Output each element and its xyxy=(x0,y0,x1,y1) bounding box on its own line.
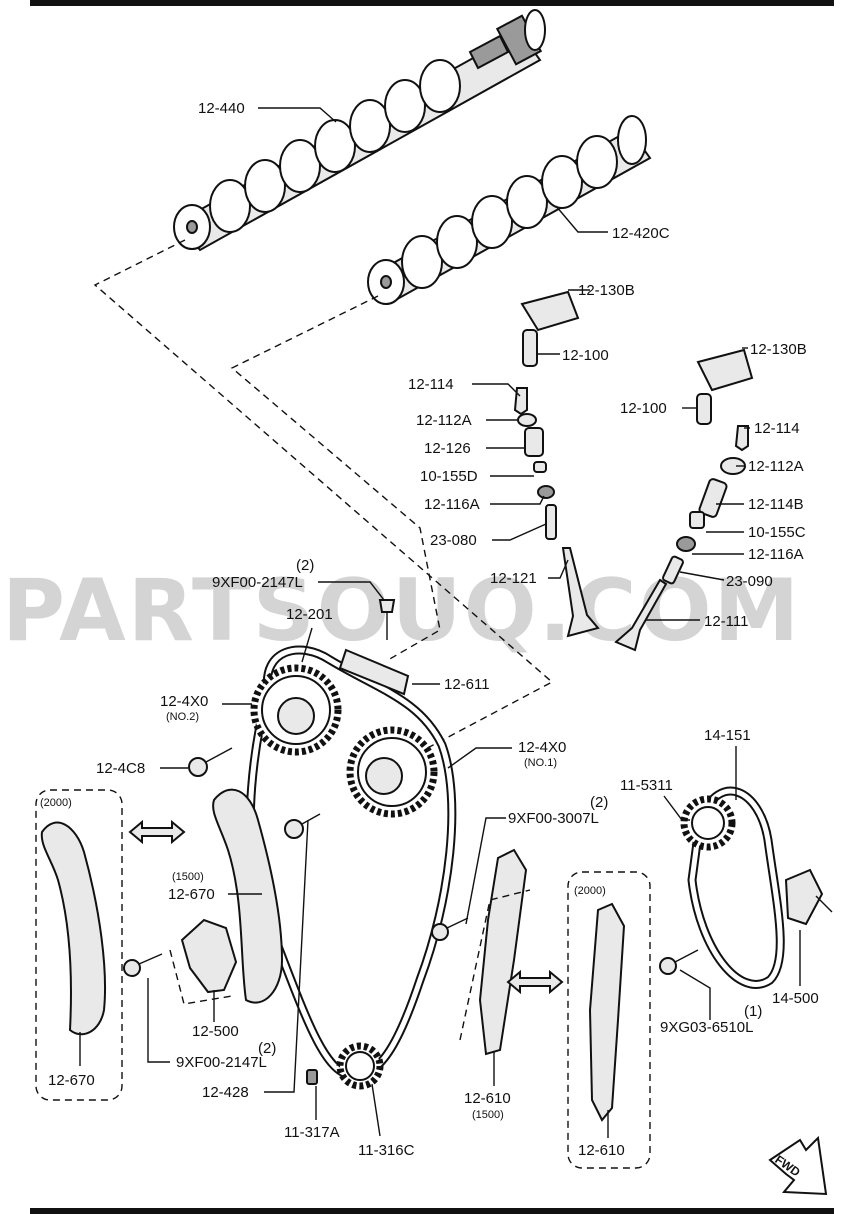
label-keeper-a: 12-114 xyxy=(408,376,454,393)
label-lash-adjuster-a: 12-100 xyxy=(562,347,609,364)
label-camshaft-intake: 12-420C xyxy=(612,225,670,242)
label-bolt-bottom: 9XF00-2147L xyxy=(176,1054,267,1071)
watermark: PARTSOUQ.COM xyxy=(2,561,801,661)
label-rocker-arm-b: 12-130B xyxy=(750,341,807,358)
label-bolt-oil: 9XG03-6510L xyxy=(660,1019,753,1036)
label-sprocket-no2: 12-4X0 xyxy=(160,693,208,710)
label-retainer-b: 12-112A xyxy=(748,458,804,475)
label-spring-a: 12-126 xyxy=(424,440,471,457)
label-chain-guide-top: 12-611 xyxy=(444,676,490,693)
label-sprocket-no1: 12-4X0 xyxy=(518,739,566,756)
label-variant-2000-left: (2000) xyxy=(40,797,72,809)
exhaust-cam-dashed-line xyxy=(93,239,554,753)
label-oil-chain: 14-151 xyxy=(704,727,751,744)
variant-2000-left-box xyxy=(35,789,123,1101)
label-sprocket-no1-note: (NO.1) xyxy=(524,757,557,769)
label-guide-a: 23-080 xyxy=(430,532,477,549)
label-guide-2000: 12-610 xyxy=(578,1142,625,1159)
label-seal-a: 10-155D xyxy=(420,468,478,485)
forward-direction-arrow: FWD xyxy=(768,1135,828,1196)
label-lash-adjuster-b: 12-100 xyxy=(620,400,667,417)
label-valve-a: 12-121 xyxy=(490,570,537,587)
label-bolt-mid-qty: (2) xyxy=(590,794,608,811)
tensioner-dashed-box xyxy=(169,949,233,1005)
label-bolt-mid: 9XF00-3007L xyxy=(508,810,599,827)
label-seat-a: 12-116A xyxy=(424,496,480,513)
label-spring-b: 12-114B xyxy=(748,496,804,513)
oil-pump-chain-illustration xyxy=(680,786,833,989)
chain-guide-2000-illustration xyxy=(588,902,626,1122)
intake-cam-dashed-line xyxy=(230,295,441,661)
label-crank-sprocket: 11-316C xyxy=(358,1142,415,1159)
label-bolt-428: 12-428 xyxy=(202,1084,249,1101)
label-keeper-b: 12-114 xyxy=(754,420,800,437)
label-guide-1500: 12-610 xyxy=(464,1090,511,1107)
intake-camshaft-illustration xyxy=(367,115,652,305)
interchange-arrow-right xyxy=(506,969,564,995)
label-oil-tensioner: 14-500 xyxy=(772,990,819,1007)
label-guide-b: 23-090 xyxy=(726,573,773,590)
label-valve-b: 12-111 xyxy=(704,613,748,630)
label-tensioner-arm-2000: 12-670 xyxy=(48,1072,95,1089)
valve-train-a-illustration xyxy=(513,290,600,638)
label-bolt-top: 9XF00-2147L xyxy=(212,574,303,591)
label-bolt-bottom-qty: (2) xyxy=(258,1040,276,1057)
label-key: 11-317A xyxy=(284,1124,340,1141)
label-retainer-a: 12-112A xyxy=(416,412,472,429)
label-camshaft-exhaust: 12-440 xyxy=(198,100,245,117)
label-guide-1500-note: (1500) xyxy=(472,1109,504,1121)
interchange-arrow-left xyxy=(128,819,186,845)
label-chain: 12-201 xyxy=(286,606,333,623)
label-variant-2000-right: (2000) xyxy=(574,885,606,897)
top-border xyxy=(30,0,834,6)
chain-guide-1500-dashed-box xyxy=(459,889,531,1041)
label-variant-1500-left: (1500) xyxy=(172,871,204,883)
exhaust-camshaft-illustration xyxy=(173,9,546,252)
label-oil-sprocket: 11-5311 xyxy=(620,777,673,794)
label-bolt-top-qty: (2) xyxy=(296,557,314,574)
label-bolt-oil-qty: (1) xyxy=(744,1003,762,1020)
valve-train-b-illustration xyxy=(614,348,754,652)
label-rocker-arm-a: 12-130B xyxy=(578,282,635,299)
variant-2000-right-box xyxy=(567,871,651,1169)
bottom-border xyxy=(30,1208,834,1214)
tensioner-illustration xyxy=(180,918,238,994)
chain-guide-1500-illustration xyxy=(478,848,528,1056)
label-seal-b: 10-155C xyxy=(748,524,806,541)
leader-lines xyxy=(79,107,801,1138)
label-seat-b: 12-116A xyxy=(748,546,804,563)
tensioner-arm-2000-illustration xyxy=(40,821,107,1036)
tensioner-arm-1500-illustration xyxy=(212,788,284,1004)
label-sprocket-no2-note: (NO.2) xyxy=(166,711,199,723)
label-tensioner: 12-500 xyxy=(192,1023,239,1040)
label-tensioner-arm: 12-670 xyxy=(168,886,215,903)
label-bolt-4c8: 12-4C8 xyxy=(96,760,145,777)
